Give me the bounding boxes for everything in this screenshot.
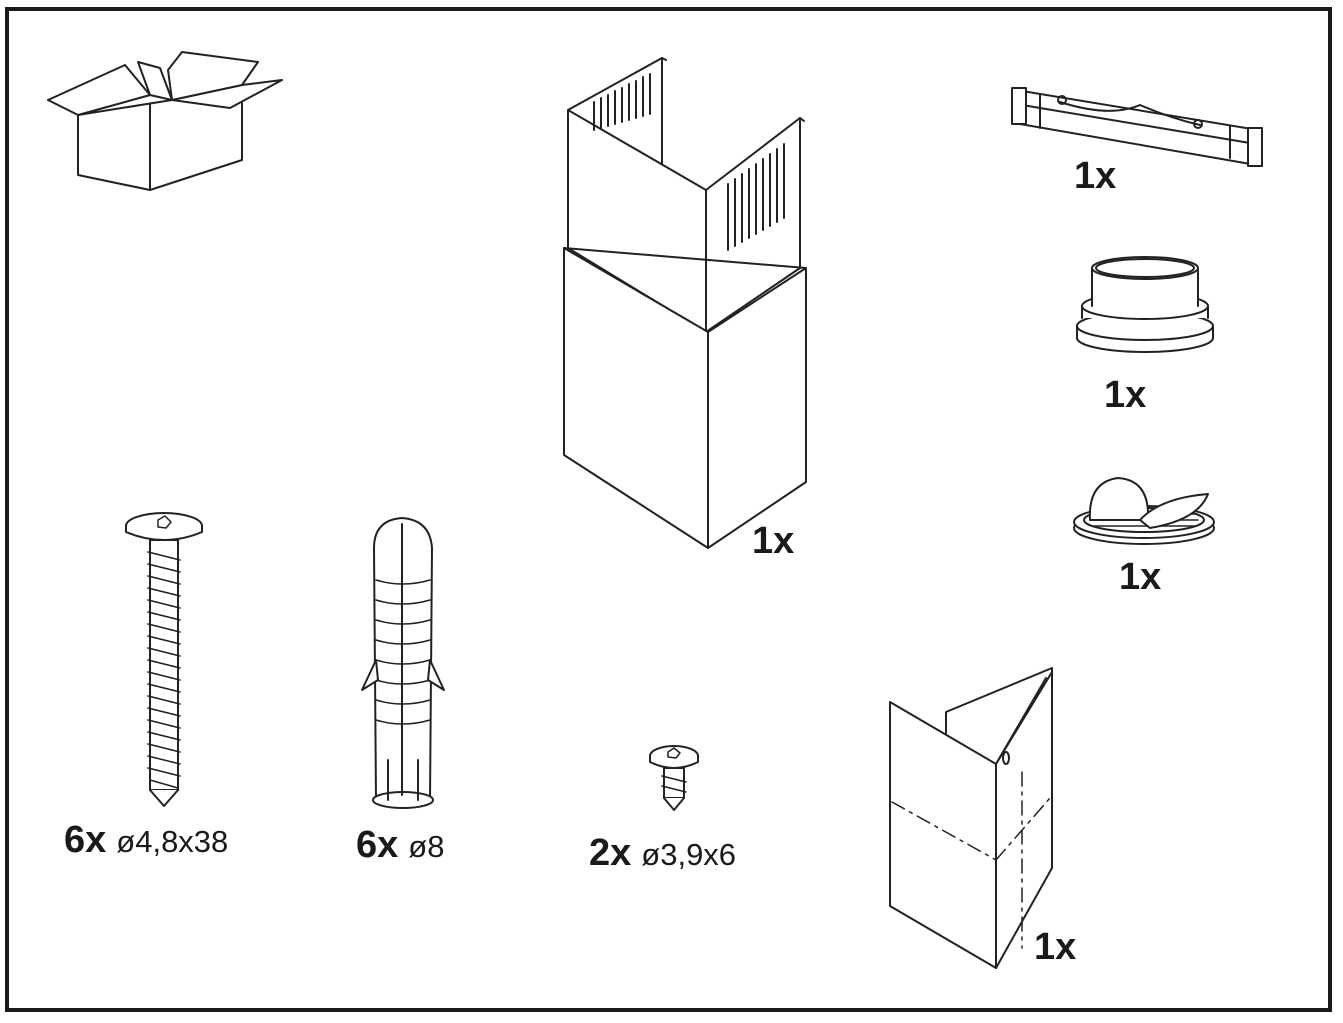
duct-adapter-icon	[1076, 256, 1214, 353]
screw-large-quantity: 6x	[64, 819, 107, 861]
wall-plug-icon	[361, 517, 445, 809]
screw-large-size: ø4,8x38	[116, 824, 229, 859]
small-screw-icon	[649, 745, 699, 811]
non-return-valve-icon	[1073, 477, 1215, 545]
valve-label: 1x	[1119, 558, 1161, 596]
cardboard-box-icon	[47, 51, 283, 191]
valve-quantity: 1x	[1119, 556, 1162, 598]
chimney-cover-icon	[563, 57, 807, 549]
bracket-label: 1x	[1074, 157, 1116, 195]
wall-plug-label: 6x ø8	[356, 826, 444, 864]
bracket-quantity: 1x	[1074, 155, 1117, 197]
screw-small-size: ø3,9x6	[641, 837, 737, 872]
corner-plate-label: 1x	[1034, 928, 1076, 966]
corner-plate-quantity: 1x	[1034, 926, 1077, 968]
wall-plug-quantity: 6x	[356, 824, 399, 866]
adapter-quantity: 1x	[1104, 374, 1147, 416]
screw-small-label: 2x ø3,9x6	[589, 834, 736, 872]
screw-small-quantity: 2x	[589, 832, 632, 874]
screw-large-label: 6x ø4,8x38	[64, 821, 228, 859]
chimney-label: 1x	[752, 522, 794, 560]
wall-plug-size: ø8	[408, 829, 445, 864]
mounting-bracket-icon	[1011, 87, 1263, 167]
adapter-label: 1x	[1104, 376, 1146, 414]
wood-screw-icon	[125, 512, 203, 807]
diagram-frame	[5, 7, 1332, 1012]
chimney-quantity: 1x	[752, 520, 795, 562]
corner-plate-icon	[889, 667, 1053, 969]
